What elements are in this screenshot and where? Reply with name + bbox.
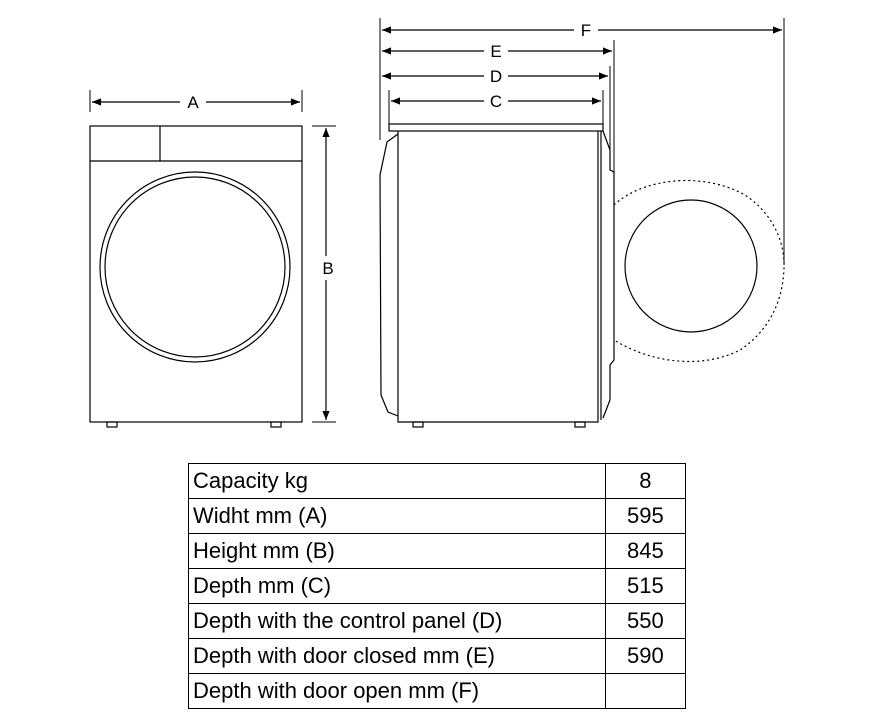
side-door-closed	[602, 130, 615, 419]
spec-label: Depth with the control panel (D)	[188, 603, 606, 639]
specs-table: Capacity kg 8 Widht mm (A) 595 Height mm…	[188, 463, 687, 709]
dimension-b: B	[312, 125, 340, 423]
spec-label: Capacity kg	[188, 463, 606, 499]
side-foot-right	[574, 421, 586, 428]
spec-value: 590	[604, 638, 687, 674]
dimension-c-label: C	[490, 92, 502, 111]
side-body	[397, 131, 599, 423]
table-row: Height mm (B) 845	[188, 533, 687, 569]
front-door-outer	[99, 171, 291, 363]
spec-label: Widht mm (A)	[188, 498, 606, 534]
spec-label: Depth with door open mm (F)	[188, 673, 606, 709]
spec-label: Height mm (B)	[188, 533, 606, 569]
dimension-f-label: F	[581, 21, 591, 40]
dimension-f: F	[379, 18, 785, 265]
open-door-glass	[624, 199, 758, 333]
open-door	[613, 179, 785, 363]
side-foot-left	[412, 421, 424, 428]
dimension-e: E	[382, 40, 615, 172]
front-foot-left	[106, 421, 118, 428]
table-row: Widht mm (A) 595	[188, 498, 687, 534]
dimension-d: D	[382, 66, 611, 150]
spec-value: 595	[604, 498, 687, 534]
front-body	[89, 125, 303, 423]
dimension-a-label: A	[187, 93, 199, 112]
front-door-inner	[104, 176, 286, 358]
spec-value: 845	[604, 533, 687, 569]
front-foot-right	[270, 421, 282, 428]
dimension-diagram: A B F E D	[89, 18, 785, 428]
table-row: Capacity kg 8	[188, 463, 687, 499]
front-view	[89, 125, 303, 428]
table-row: Depth mm (C) 515	[188, 568, 687, 604]
side-control-panel	[379, 133, 399, 417]
dimension-c: C	[388, 90, 604, 124]
table-row: Depth with door closed mm (E) 590	[188, 638, 687, 674]
spec-value	[604, 673, 687, 709]
table-row: Depth with the control panel (D) 550	[188, 603, 687, 639]
spec-value: 8	[604, 463, 687, 499]
dimension-b-label: B	[322, 259, 333, 278]
dimension-d-label: D	[490, 67, 502, 86]
spec-label: Depth mm (C)	[188, 568, 606, 604]
side-top-plate	[388, 123, 604, 132]
spec-label: Depth with door closed mm (E)	[188, 638, 606, 674]
dimension-e-label: E	[490, 42, 501, 61]
spec-value: 550	[604, 603, 687, 639]
side-view	[379, 123, 615, 428]
spec-value: 515	[604, 568, 687, 604]
open-door-outline	[613, 179, 785, 363]
dimension-a: A	[89, 90, 303, 112]
table-row: Depth with door open mm (F)	[188, 673, 687, 709]
